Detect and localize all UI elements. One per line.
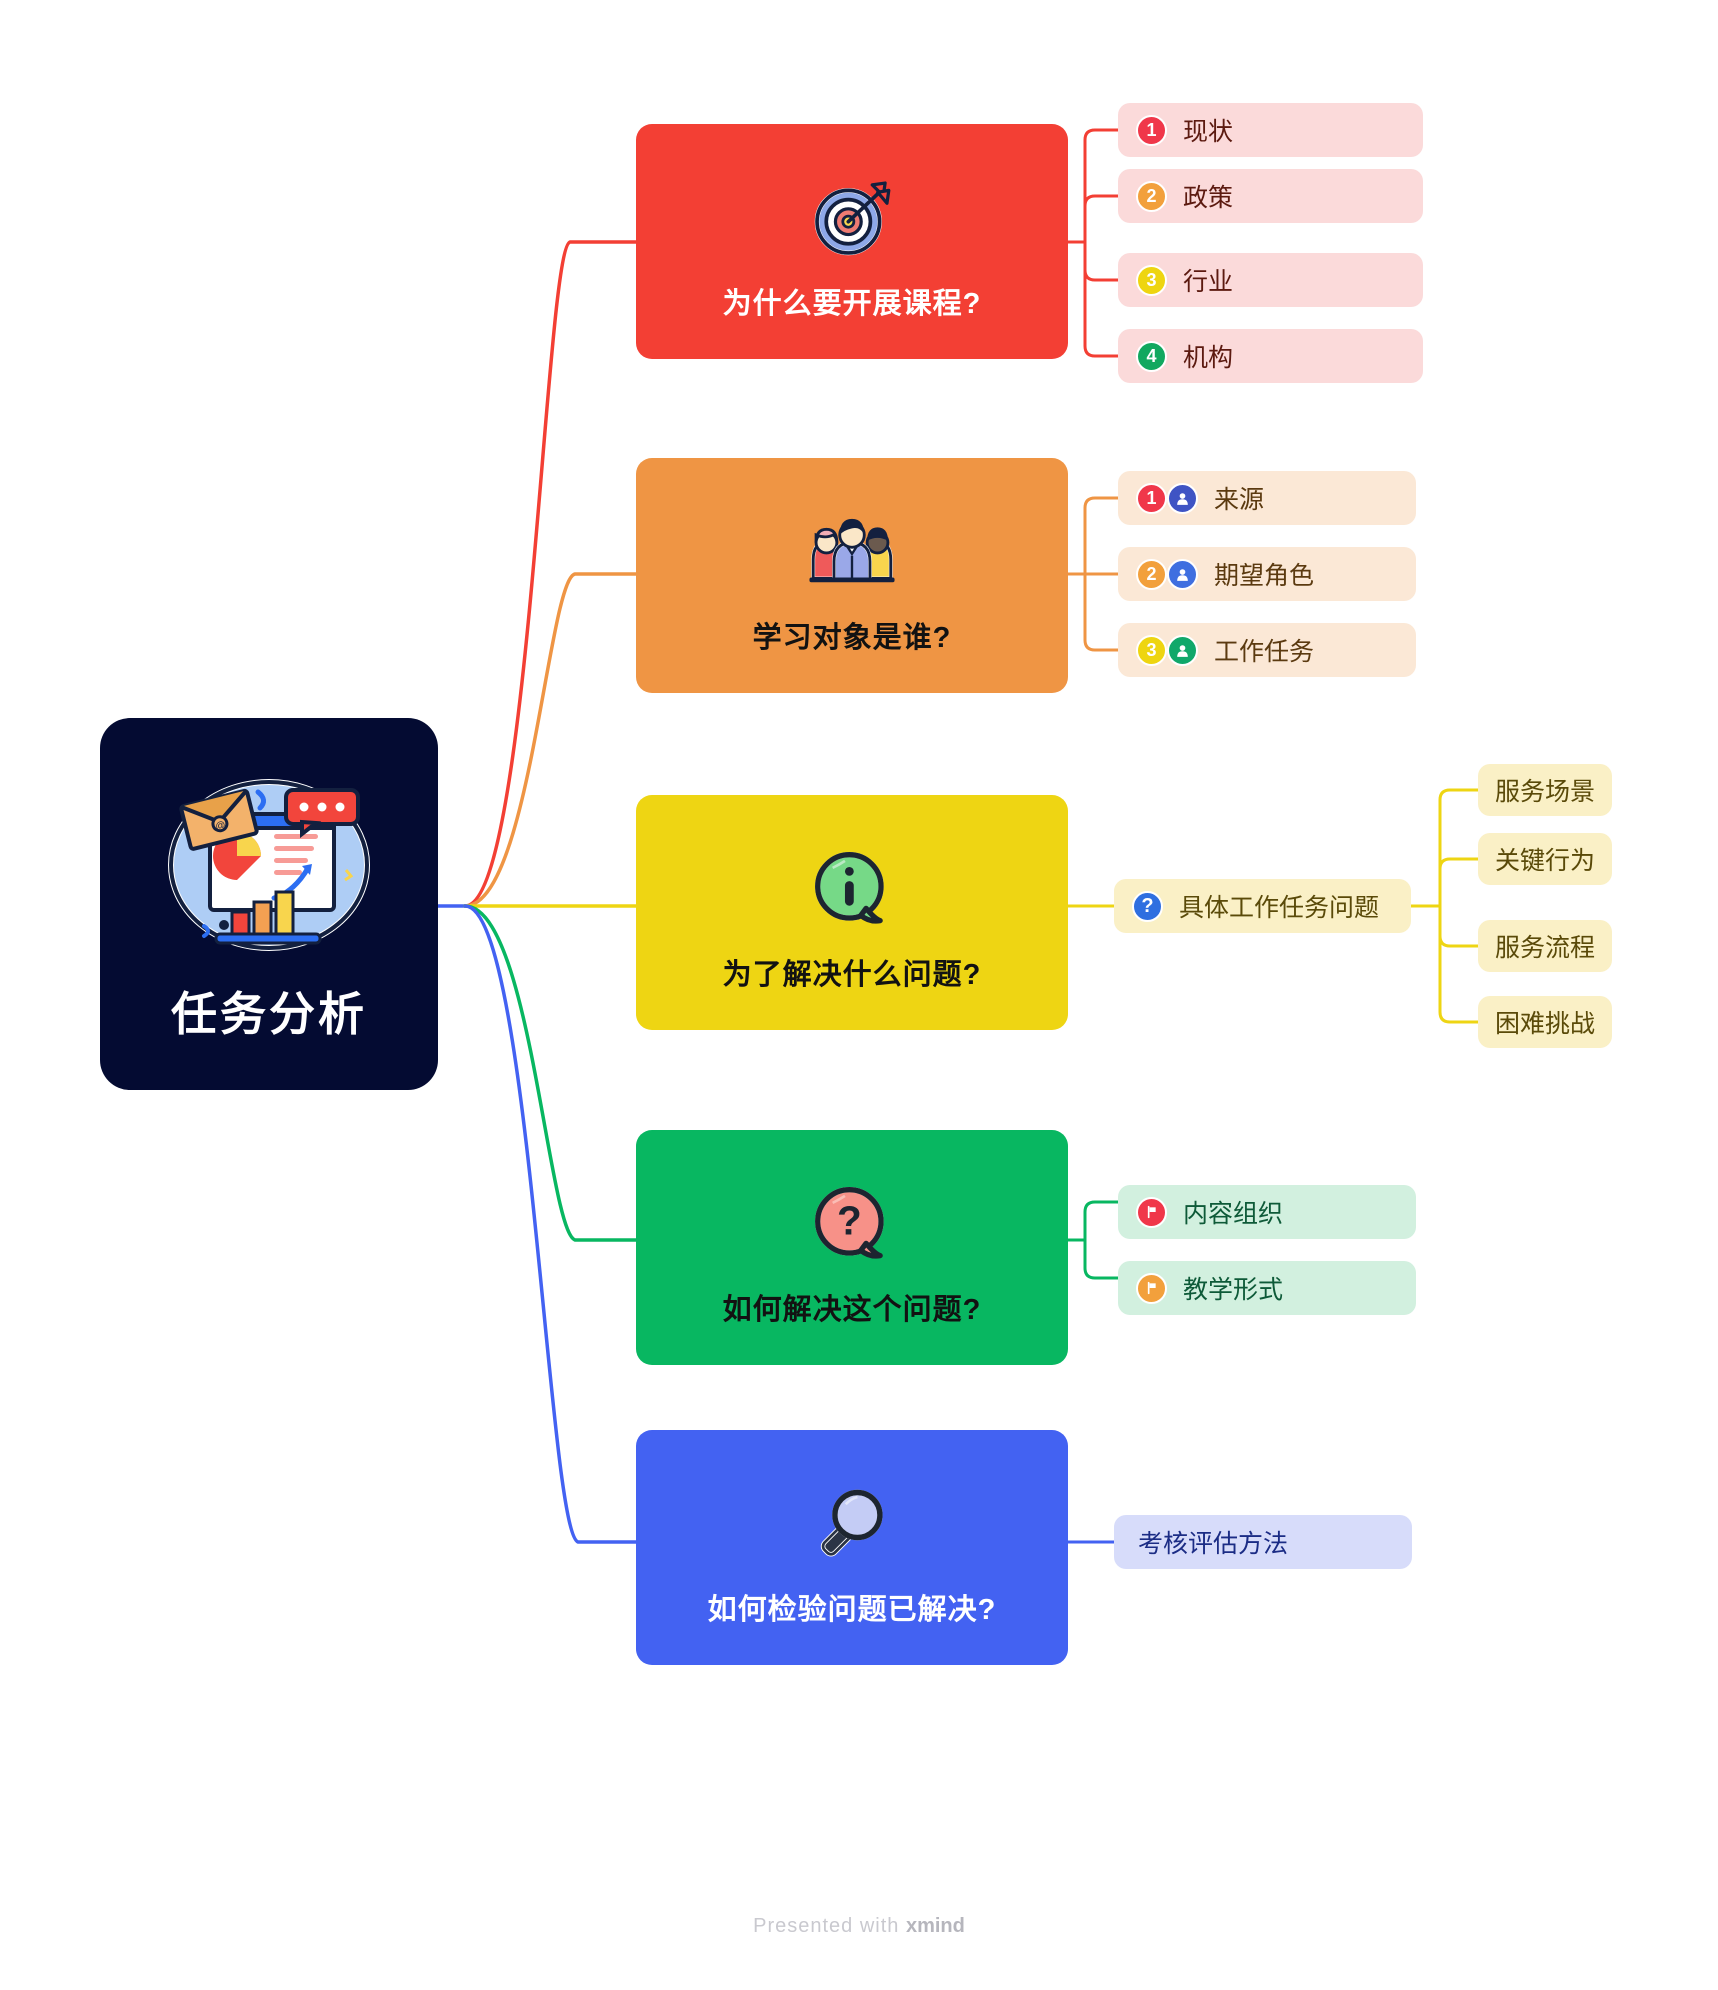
magnifying-glass-icon xyxy=(807,1468,897,1580)
sub-item-label: 机构 xyxy=(1183,344,1234,372)
number-badge-3: 3 xyxy=(1136,634,1167,666)
sub-item-label: 具体工作任务问题 xyxy=(1179,894,1380,922)
number-badge-1: 1 xyxy=(1136,482,1167,514)
person-icon xyxy=(1167,558,1198,590)
badge-pair: 3 xyxy=(1136,634,1198,666)
branch-title: 如何解决这个问题? xyxy=(722,1293,982,1326)
leaf-node-kunnantiaozhan[interactable]: 困难挑战 xyxy=(1478,996,1612,1048)
sub-item-neirongzuzhi[interactable]: 内容组织 xyxy=(1118,1185,1416,1239)
badge-pair: 2 xyxy=(1136,558,1198,590)
branch-title: 学习对象是谁? xyxy=(752,621,952,654)
sub-item-label: 内容组织 xyxy=(1183,1200,1284,1228)
flag-icon xyxy=(1136,1272,1167,1304)
sub-item-juti-gongzuo-renwu-wenti[interactable]: ? 具体工作任务问题 xyxy=(1114,879,1411,933)
number-badge-4: 4 xyxy=(1136,340,1167,372)
sub-item-label: 现状 xyxy=(1183,118,1234,146)
sub-item-kaohepinggufangfa[interactable]: 考核评估方法 xyxy=(1114,1515,1412,1569)
sub-item-zhengce[interactable]: 2 政策 xyxy=(1118,169,1423,223)
sub-item-hangye[interactable]: 3 行业 xyxy=(1118,253,1423,307)
sub-item-label: 来源 xyxy=(1214,486,1265,514)
branch-card-how-verify[interactable]: 如何检验问题已解决? xyxy=(636,1430,1068,1665)
leaf-node-fuwuchangjing[interactable]: 服务场景 xyxy=(1478,764,1612,816)
number-badge-3: 3 xyxy=(1136,264,1167,296)
branch-title: 如何检验问题已解决? xyxy=(707,1593,997,1626)
leaf-node-guanjianxingwei[interactable]: 关键行为 xyxy=(1478,833,1612,885)
leaf-label: 服务场景 xyxy=(1494,778,1595,806)
number-badge-2: 2 xyxy=(1136,180,1167,212)
sub-item-label: 教学形式 xyxy=(1183,1276,1284,1304)
svg-text:?: ? xyxy=(837,1197,862,1243)
central-node-title: 任务分析 xyxy=(171,988,367,1040)
flag-icon xyxy=(1136,1196,1167,1228)
question-bubble-icon: ? xyxy=(808,1168,896,1280)
branch-title: 为了解决什么问题? xyxy=(722,958,982,991)
badge-pair: 1 xyxy=(1136,482,1198,514)
branch-card-what-problem[interactable]: 为了解决什么问题? xyxy=(636,795,1068,1030)
info-bubble-icon xyxy=(808,833,896,945)
people-group-icon xyxy=(800,496,904,608)
sub-item-label: 政策 xyxy=(1183,184,1234,212)
branch-card-who-learner[interactable]: 学习对象是谁? xyxy=(636,458,1068,693)
xmind-brand-label: xmind xyxy=(905,1915,965,1937)
sub-item-jiaoxuexingshi[interactable]: 教学形式 xyxy=(1118,1261,1416,1315)
question-mark-badge: ? xyxy=(1132,890,1163,922)
sub-item-qiwangjuese[interactable]: 2 期望角色 xyxy=(1118,547,1416,601)
sub-item-gongzuorenwu[interactable]: 3 工作任务 xyxy=(1118,623,1416,677)
sub-item-jigou[interactable]: 4 机构 xyxy=(1118,329,1423,383)
sub-item-xianzhuang[interactable]: 1 现状 xyxy=(1118,103,1423,157)
branch-card-why-course[interactable]: 为什么要开展课程? xyxy=(636,124,1068,359)
branch-title: 为什么要开展课程? xyxy=(722,287,982,320)
person-icon xyxy=(1167,634,1198,666)
number-badge-2: 2 xyxy=(1136,558,1167,590)
svg-text:@: @ xyxy=(214,820,227,833)
leaf-label: 服务流程 xyxy=(1494,934,1595,962)
footer-attribution: Presented with xmind xyxy=(0,1915,1718,1938)
footer-prefix: Presented with xyxy=(753,1915,906,1937)
leaf-label: 关键行为 xyxy=(1494,847,1595,875)
central-node[interactable]: @ 任务分析 xyxy=(100,718,438,1090)
branch-card-how-solve[interactable]: ? 如何解决这个问题? xyxy=(636,1130,1068,1365)
leaf-label: 困难挑战 xyxy=(1494,1010,1595,1038)
sub-item-label: 期望角色 xyxy=(1214,562,1315,590)
number-badge-1: 1 xyxy=(1136,114,1167,146)
sub-item-label: 行业 xyxy=(1183,268,1234,296)
target-dartboard-icon xyxy=(806,162,898,274)
person-icon xyxy=(1167,482,1198,514)
sub-item-laiyuan[interactable]: 1 来源 xyxy=(1118,471,1416,525)
presentation-chart-illustration: @ xyxy=(162,770,377,960)
sub-item-label: 考核评估方法 xyxy=(1138,1530,1289,1558)
sub-item-label: 工作任务 xyxy=(1214,638,1315,666)
leaf-node-fuwuliucheng[interactable]: 服务流程 xyxy=(1478,920,1612,972)
